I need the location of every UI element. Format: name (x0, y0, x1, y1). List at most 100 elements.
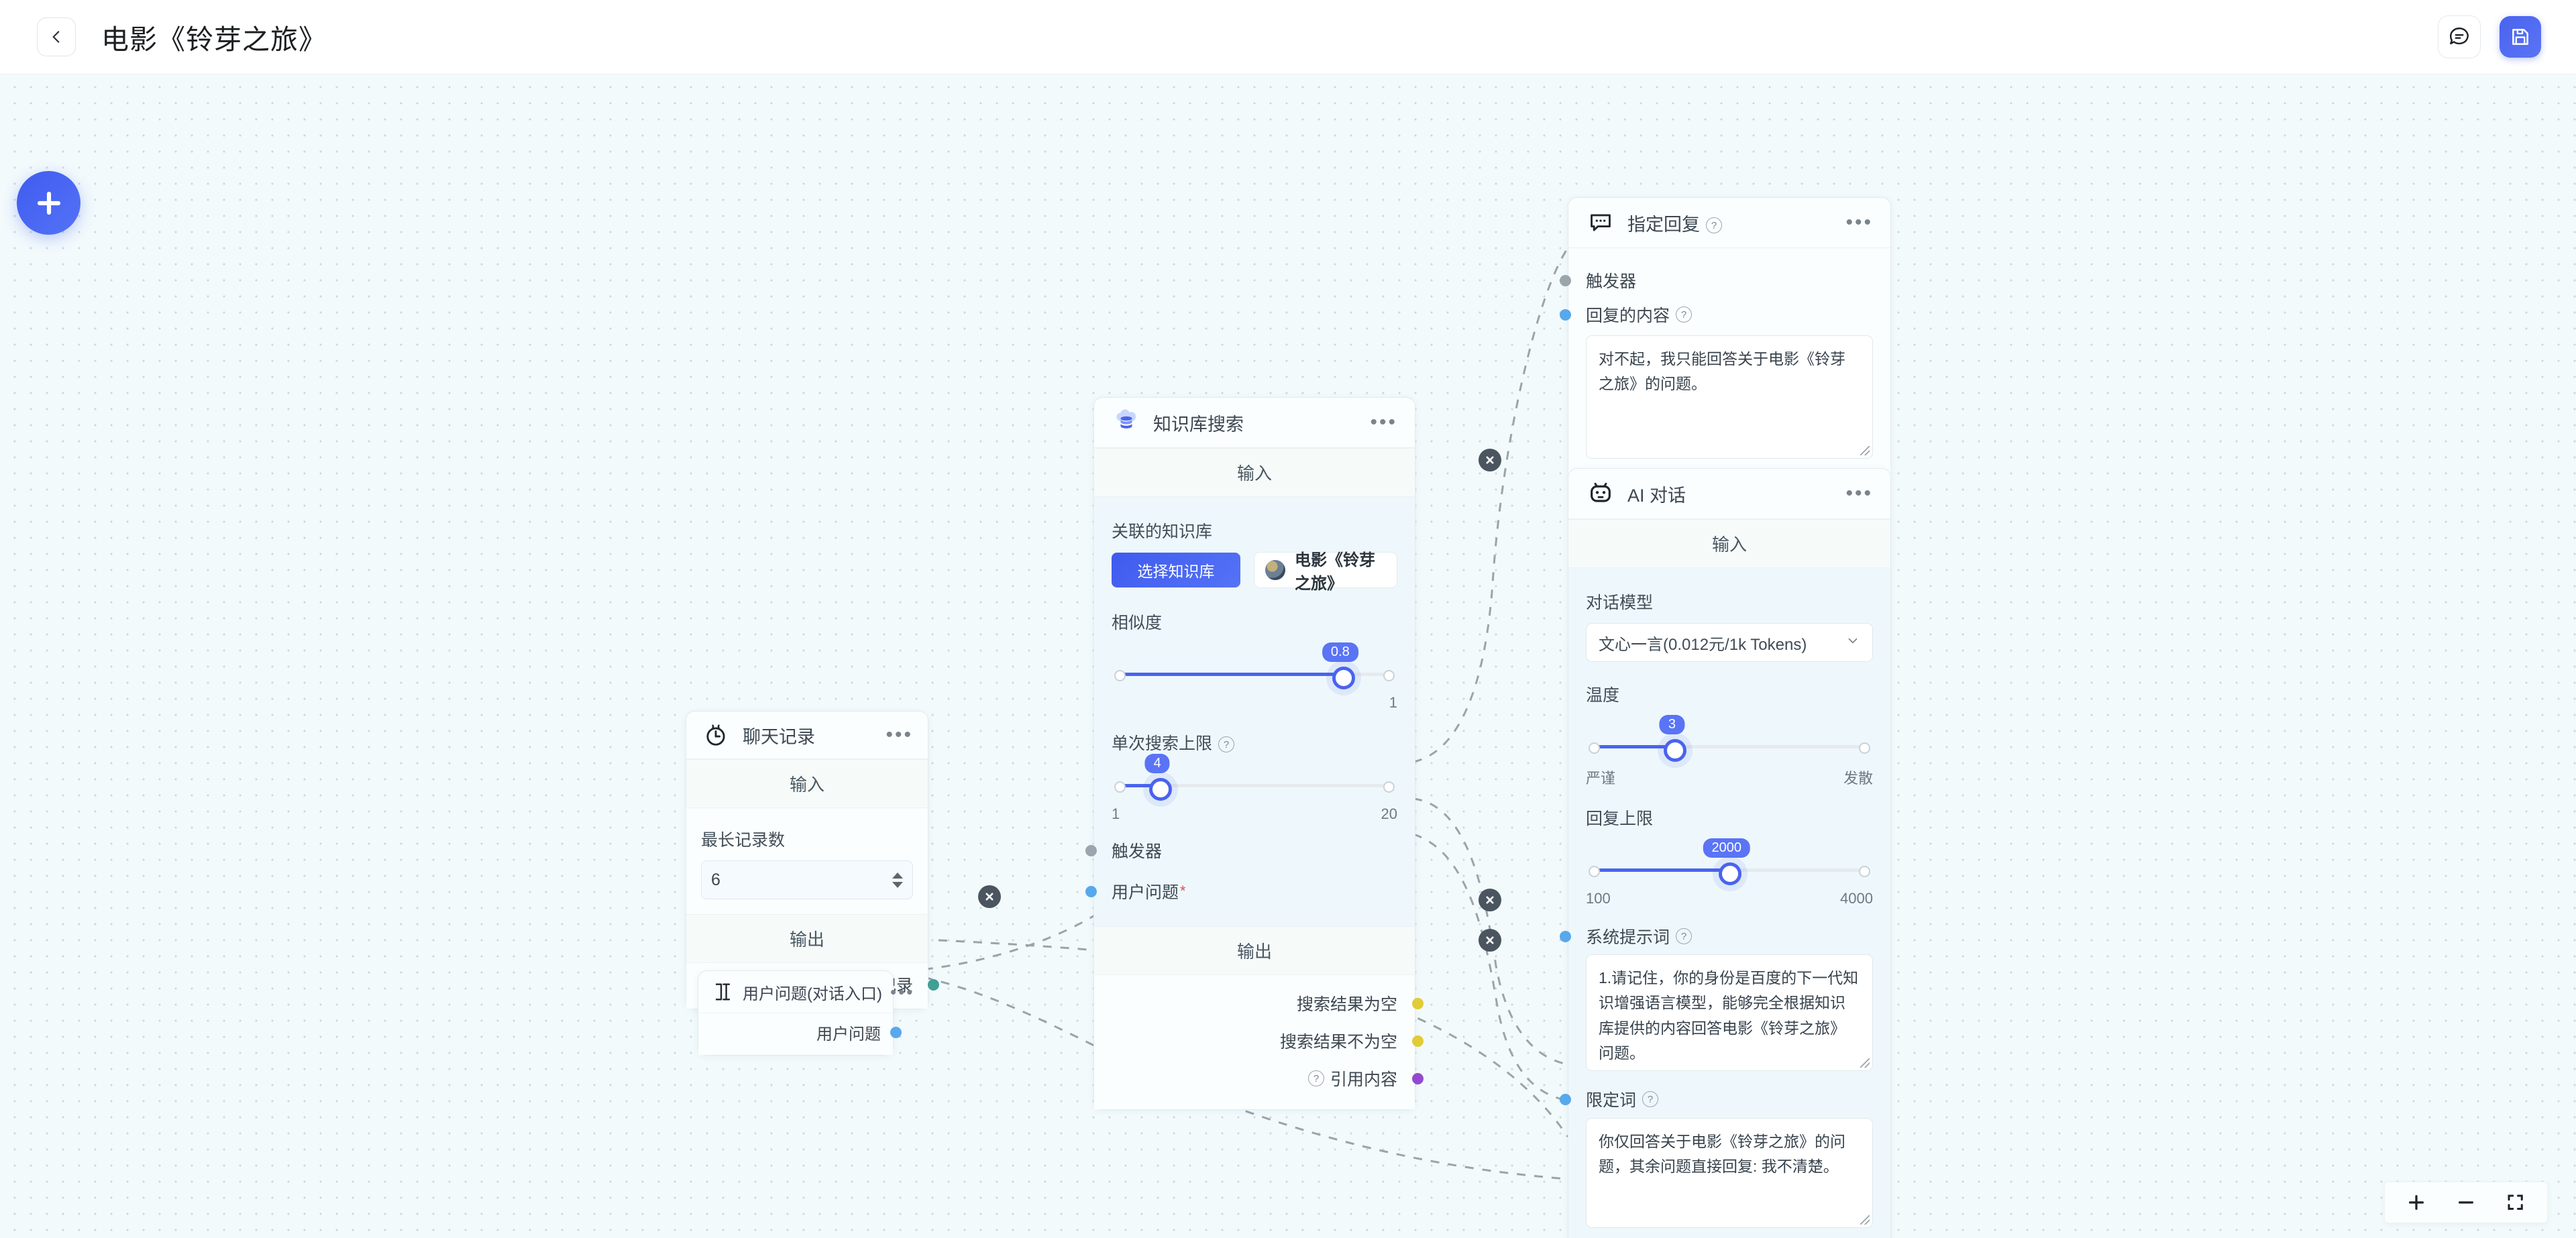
zoom-out-button[interactable] (2456, 1192, 2476, 1213)
temperature-scale: 严谨 发散 (1586, 767, 1873, 788)
model-select[interactable]: 文心一言(0.012元/1k Tokens) (1586, 623, 1873, 662)
topk-label: 单次搜索上限? (1112, 730, 1397, 754)
port-dot[interactable] (1560, 931, 1571, 942)
reply-limit-label: 回复上限 (1586, 809, 1654, 828)
port-dot[interactable] (1560, 275, 1571, 286)
slider-knob[interactable] (1664, 739, 1687, 762)
node-menu-button[interactable]: ••• (890, 982, 915, 1002)
slider-knob[interactable] (1149, 778, 1173, 801)
node-header[interactable]: 聊天记录 ••• (686, 712, 928, 759)
node-menu-button[interactable]: ••• (1845, 211, 1873, 233)
help-icon[interactable]: ? (1642, 1091, 1659, 1107)
help-icon[interactable]: ? (1218, 736, 1235, 753)
max-records-value: 6 (711, 870, 720, 889)
slider-track (1118, 673, 1391, 676)
reply-limit-slider[interactable]: 2000 (1586, 838, 1873, 894)
node-title-text: 指定回复 (1627, 214, 1700, 235)
port-system-prompt[interactable]: 系统提示词 ? (1560, 918, 1873, 954)
dataset-label: 关联的知识库 (1112, 522, 1213, 541)
port-dot[interactable] (1412, 998, 1424, 1009)
port-trigger[interactable]: 触发器 (1560, 262, 1873, 299)
port-dot[interactable] (1085, 886, 1097, 897)
zoom-in-button[interactable] (2406, 1192, 2426, 1213)
slider-knob[interactable] (1332, 667, 1355, 689)
stepper-up-icon[interactable] (892, 872, 903, 879)
close-icon (1486, 456, 1494, 464)
port-dot[interactable] (1412, 1035, 1424, 1047)
port-label: 用户问题 (1112, 883, 1179, 902)
chat-bubble-icon (2450, 27, 2469, 45)
slider-endcap (1859, 866, 1870, 877)
limit-word-textarea[interactable]: 你仅回答关于电影《铃芽之旅》的问题，其余问题直接回复: 我不清楚。 (1586, 1118, 1873, 1228)
reply-content-textarea[interactable]: 对不起，我只能回答关于电影《铃芽之旅》的问题。 (1586, 335, 1873, 459)
node-menu-button[interactable]: ••• (1370, 411, 1397, 433)
node-header[interactable]: 用户问题(对话入口) ••• (698, 971, 912, 1013)
back-button[interactable] (37, 17, 76, 56)
required-mark: * (1180, 883, 1186, 899)
node-ai-chat[interactable]: AI 对话 ••• 输入 对话模型 文心一言(0.012元/1k Tokens)… (1560, 468, 1891, 1238)
node-title: 用户问题(对话入口) (743, 984, 882, 1003)
port-quote-content[interactable]: ? 引用内容 (1112, 1060, 1424, 1097)
max-records-stepper[interactable]: 6 (701, 860, 913, 899)
flow-canvas[interactable]: 指定回复? ••• 触发器 回复的内容 ? 对不起，我只能回答关于电影《铃芽之旅… (0, 74, 2576, 1238)
port-user-question-out[interactable]: 用户问题 (710, 1016, 902, 1048)
node-menu-button[interactable]: ••• (885, 724, 913, 746)
node-header[interactable]: AI 对话 ••• (1568, 469, 1890, 519)
stepper-down-icon[interactable] (892, 881, 903, 888)
help-icon[interactable]: ? (1676, 928, 1693, 944)
node-header[interactable]: 知识库搜索 ••• (1094, 398, 1415, 448)
port-limit-word[interactable]: 限定词 ? (1560, 1080, 1873, 1118)
port-dot[interactable] (1560, 309, 1571, 321)
port-label: 限定词 (1586, 1091, 1637, 1110)
node-knowledge-search[interactable]: 知识库搜索 ••• 输入 关联的知识库 选择知识库 电影《铃芽之旅》 相似度 0… (1085, 397, 1424, 1110)
help-icon[interactable]: ? (1706, 217, 1722, 234)
port-result-empty[interactable]: 搜索结果为空 (1112, 984, 1424, 1022)
port-dot[interactable] (1560, 1094, 1571, 1105)
port-dot[interactable] (928, 979, 939, 991)
select-knowledge-base-button[interactable]: 选择知识库 (1112, 553, 1240, 587)
node-menu-button[interactable]: ••• (1845, 482, 1873, 504)
similarity-slider[interactable]: 0.8 (1112, 642, 1397, 698)
avatar (1265, 560, 1285, 580)
port-dot[interactable] (890, 1027, 902, 1038)
node-user-question-entry[interactable]: 用户问题(对话入口) ••• 用户问题 (698, 970, 912, 1056)
port-trigger[interactable]: 触发器 (1085, 828, 1397, 873)
temperature-label: 温度 (1586, 686, 1620, 705)
edge-kb-quote-to-ai (1413, 833, 1568, 1102)
stepper-arrows[interactable] (892, 872, 903, 888)
node-chat-history[interactable]: 聊天记录 ••• 输入 最长记录数 6 输出 聊天记录 (686, 711, 939, 1009)
port-reply-content[interactable]: 回复的内容 ? (1560, 299, 1873, 330)
edge-delete-button[interactable] (1479, 929, 1501, 952)
text-cursor-icon (710, 980, 735, 1004)
floppy-save-icon (2512, 29, 2528, 45)
fit-screen-button[interactable] (2506, 1192, 2526, 1213)
port-dot[interactable] (1085, 845, 1097, 856)
node-header[interactable]: 指定回复? ••• (1568, 198, 1890, 248)
edge-delete-button[interactable] (978, 885, 1001, 908)
help-icon[interactable]: ? (1307, 1070, 1324, 1086)
model-value: 文心一言(0.012元/1k Tokens) (1599, 635, 1807, 654)
add-node-button[interactable] (17, 171, 80, 235)
topk-slider[interactable]: 4 (1112, 754, 1397, 809)
save-button[interactable] (2500, 16, 2541, 58)
slider-endcap (1383, 670, 1395, 681)
top-bar: 电影《铃芽之旅》 (0, 0, 2576, 74)
scale-min: 严谨 (1586, 770, 1616, 787)
knowledge-base-chip[interactable]: 电影《铃芽之旅》 (1254, 551, 1397, 593)
node-designated-reply[interactable]: 指定回复? ••• 触发器 回复的内容 ? 对不起，我只能回答关于电影《铃芽之旅… (1560, 197, 1891, 475)
edge-delete-button[interactable] (1479, 889, 1501, 911)
system-prompt-textarea[interactable]: 1.请记住，你的身份是百度的下一代知识增强语言模型，能够完全根据知识库提供的内容… (1586, 954, 1873, 1071)
chevron-down-icon (1845, 633, 1860, 653)
slider-knob[interactable] (1718, 862, 1741, 885)
port-dot[interactable] (1412, 1073, 1424, 1084)
node-title: AI 对话 (1627, 485, 1686, 506)
port-user-question[interactable]: 用户问题* (1085, 873, 1397, 910)
node-title: 知识库搜索 (1153, 414, 1244, 435)
edge-delete-button[interactable] (1479, 449, 1501, 471)
temperature-slider[interactable]: 3 (1586, 715, 1873, 771)
scale-max: 4000 (1840, 890, 1873, 907)
close-icon (1486, 896, 1494, 904)
port-result-not-empty[interactable]: 搜索结果不为空 (1112, 1022, 1424, 1060)
help-icon[interactable]: ? (1676, 306, 1693, 323)
chat-preview-button[interactable] (2438, 15, 2481, 58)
